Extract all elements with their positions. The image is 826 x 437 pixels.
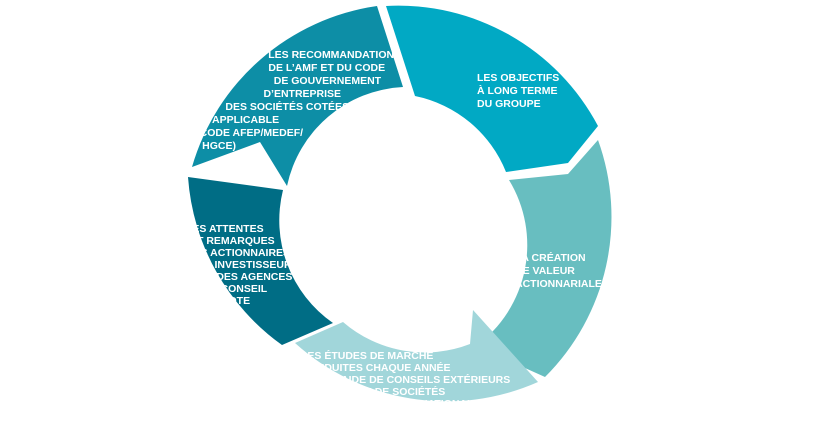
label-etudes-marche: LES ÉTUDES DE MARCHÉ CONDUITES CHAQUE AN… — [301, 349, 513, 410]
label-objectifs: LES OBJECTIFS À LONG TERME DU GROUPE — [477, 72, 562, 110]
segment-creation-valeur — [476, 140, 612, 377]
label-recommandations: LES RECOMMANDATIONS DE L’AMF ET DU CODE … — [196, 49, 404, 152]
segment-recommandations — [192, 6, 403, 186]
segment-attentes — [188, 177, 333, 345]
segment-objectifs — [386, 5, 598, 172]
segment-etudes-marche — [295, 310, 538, 402]
label-creation-valeur: LA CRÉATION DE VALEUR ACTIONNARIALE — [515, 251, 602, 290]
label-attentes: LES ATTENTES ET REMARQUES DES ACTIONNAIR… — [186, 223, 301, 307]
